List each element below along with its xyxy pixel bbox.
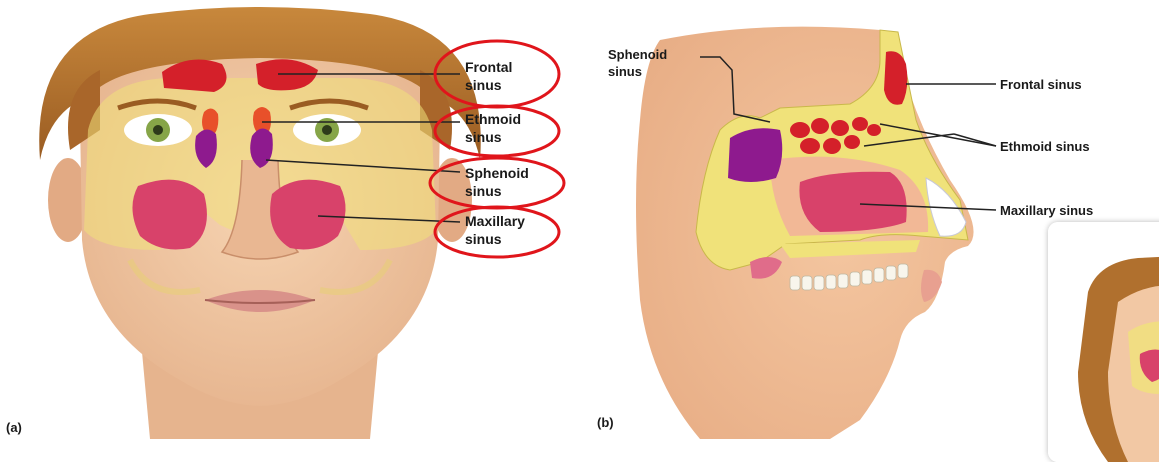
- sphenoid-sinus-label-b-line1: Sphenoid: [608, 47, 667, 62]
- frontal-sinus-label-b: Frontal sinus: [1000, 77, 1082, 92]
- frontal-sinus-label-line1: Frontal: [465, 59, 512, 75]
- panel-b-labels: Sphenoid sinus Frontal sinus Ethmoid sin…: [608, 47, 1093, 218]
- highlight-rings: [428, 39, 566, 259]
- ethmoid-sinus-label-b: Ethmoid sinus: [1000, 139, 1090, 154]
- sphenoid-sinus-label-line2: sinus: [465, 183, 502, 199]
- panel-a-labels: Frontal sinus Ethmoid sinus Sphenoid sin…: [465, 59, 529, 247]
- frontal-sinus-label-line2: sinus: [465, 77, 502, 93]
- ethmoid-sinus-label-line2: sinus: [465, 129, 502, 145]
- sinus-diagram: Frontal sinus Ethmoid sinus Sphenoid sin…: [6, 7, 1093, 439]
- sphenoid-sinus-label-line1: Sphenoid: [465, 165, 529, 181]
- maxillary-sinus-label-b: Maxillary sinus: [1000, 203, 1093, 218]
- panel-a-tag: (a): [6, 420, 22, 435]
- sphenoid-sinus-label-b-line2: sinus: [608, 64, 642, 79]
- maxillary-sinus-label-line2: sinus: [465, 231, 502, 247]
- ethmoid-sinus-label-line1: Ethmoid: [465, 111, 521, 127]
- maxillary-sinus-label-line1: Maxillary: [465, 213, 525, 229]
- panel-b-tag: (b): [597, 415, 614, 430]
- head-sagittal-illustration: [636, 26, 997, 439]
- thumbnail-preview-card[interactable]: [1048, 222, 1159, 462]
- face-frontal-illustration: [39, 7, 481, 439]
- thumbnail-preview-image: [1048, 222, 1159, 462]
